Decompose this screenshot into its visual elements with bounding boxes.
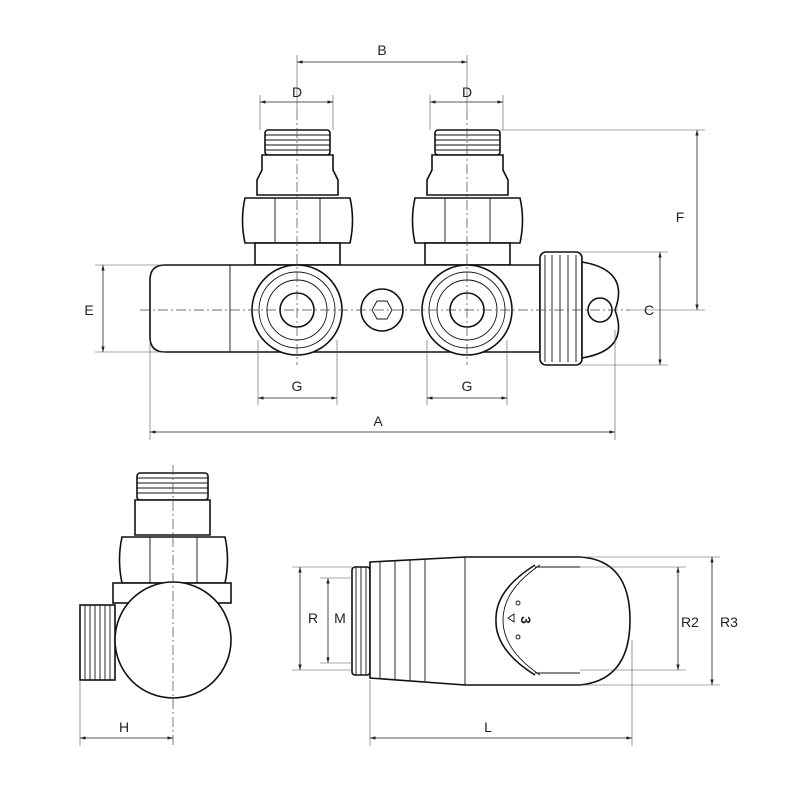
dim-label-g-right: G: [462, 378, 473, 394]
thermostat-cap-top: [539, 251, 620, 366]
dim-label-l: L: [484, 719, 492, 735]
side-view-valve: [79, 465, 232, 745]
dim-label-d-right: D: [462, 84, 472, 100]
dim-label-a: A: [373, 413, 383, 429]
dim-label-r3: R3: [720, 614, 738, 630]
top-view-valve: [140, 110, 630, 366]
dim-label-r: R: [308, 610, 318, 626]
side-view-dimensions: H: [79, 680, 173, 746]
left-stem: [241, 129, 354, 266]
dim-label-f: F: [676, 209, 685, 225]
thermostat-dimensions: R M R2 R3 L: [292, 556, 738, 746]
dim-label-b: B: [377, 42, 386, 58]
thermostat-setting-number: 3: [518, 616, 534, 624]
dim-label-d-left: D: [292, 84, 302, 100]
top-view-dimensions: B D D F E C G G A: [84, 42, 705, 440]
thermostat-head: 3: [351, 556, 631, 686]
dim-label-h: H: [119, 719, 129, 735]
dim-label-r2: R2: [681, 614, 699, 630]
dim-label-g-left: G: [292, 378, 303, 394]
dim-label-c: C: [644, 302, 654, 318]
dim-label-e: E: [84, 302, 93, 318]
right-stem: [411, 129, 524, 266]
dim-label-m: M: [334, 610, 346, 626]
